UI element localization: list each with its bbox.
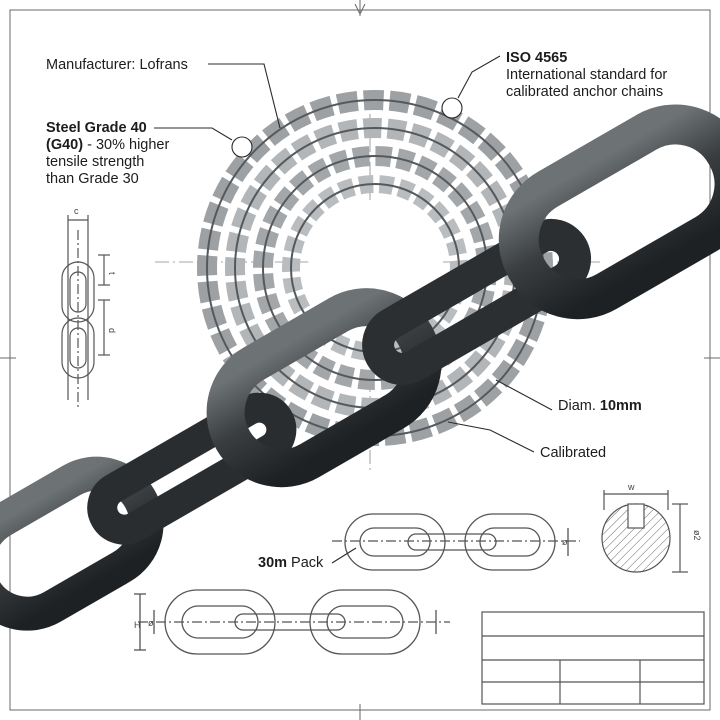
dim-upper-diam-label: ø — [562, 537, 568, 547]
calibrated-label: Calibrated — [540, 445, 607, 461]
grade-line3: tensile strength — [46, 154, 145, 170]
cross-section-drawing — [601, 490, 688, 573]
grade-title: Steel Grade 40 — [46, 120, 147, 136]
standard-line2: calibrated anchor chains — [506, 84, 664, 100]
grade-line4: than Grade 30 — [46, 171, 139, 187]
dim-w-label: w — [627, 482, 635, 492]
diameter-value: 10mm — [599, 398, 642, 414]
chain-drawing-lower — [134, 589, 450, 655]
dim-d2-label: ø2 — [692, 530, 702, 541]
pack-length: 30m — [258, 555, 288, 571]
steel-grade-callout: Steel Grade 40 (G40) - 30% higher tensil… — [46, 120, 169, 188]
dim-h-label: H — [134, 620, 141, 630]
dim-d-label: d — [107, 328, 117, 333]
pack-suffix: Pack — [287, 555, 324, 571]
standard-callout: ISO 4565 International standard for cali… — [506, 50, 667, 101]
dim-t-label: t — [107, 272, 117, 275]
large-chain — [0, 104, 720, 631]
standard-line1: International standard for — [506, 67, 668, 83]
grade-code: (G40) — [46, 137, 84, 153]
grade-strength-text: - 30% higher — [83, 137, 170, 153]
side-view-drawing — [61, 215, 110, 410]
leader-lines — [154, 55, 553, 564]
title-block — [481, 611, 705, 705]
dim-c-label: c — [74, 206, 79, 216]
pack-callout: 30m Pack — [258, 555, 323, 572]
diameter-callout: Diam. 10mm — [558, 398, 642, 415]
standard-title: ISO 4565 — [506, 50, 568, 66]
manufacturer-label: Manufacturer: Lofrans — [46, 57, 188, 73]
dim-lower-diam-label: ø — [148, 618, 154, 628]
diameter-prefix: Diam. — [558, 398, 600, 414]
chain-drawing-upper — [332, 513, 580, 571]
